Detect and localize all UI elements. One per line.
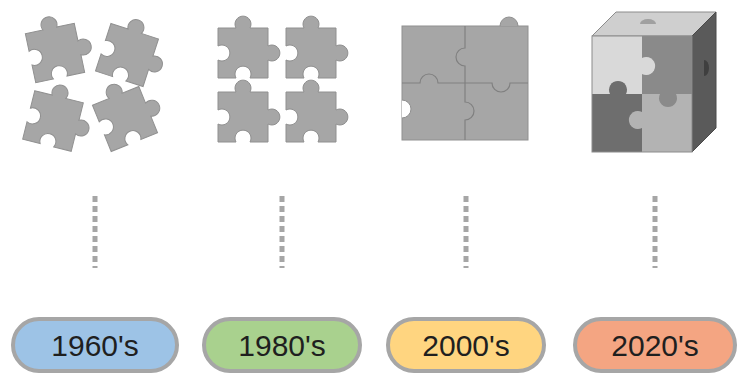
year-label: 1980's (238, 329, 325, 362)
aligned-pieces (218, 16, 348, 142)
year-pill: 2000's (386, 317, 546, 373)
year-label: 2000's (422, 329, 509, 362)
dotted-leader (95, 196, 655, 268)
year-label: 2020's (611, 329, 698, 362)
puzzle-cube (592, 12, 716, 152)
year-label: 1960's (51, 329, 138, 362)
year-pill: 2020's (573, 317, 737, 373)
year-pill: 1960's (11, 317, 179, 373)
year-pill: 1980's (202, 317, 362, 373)
scattered-pieces (23, 9, 174, 154)
assembled-puzzle (402, 17, 528, 140)
